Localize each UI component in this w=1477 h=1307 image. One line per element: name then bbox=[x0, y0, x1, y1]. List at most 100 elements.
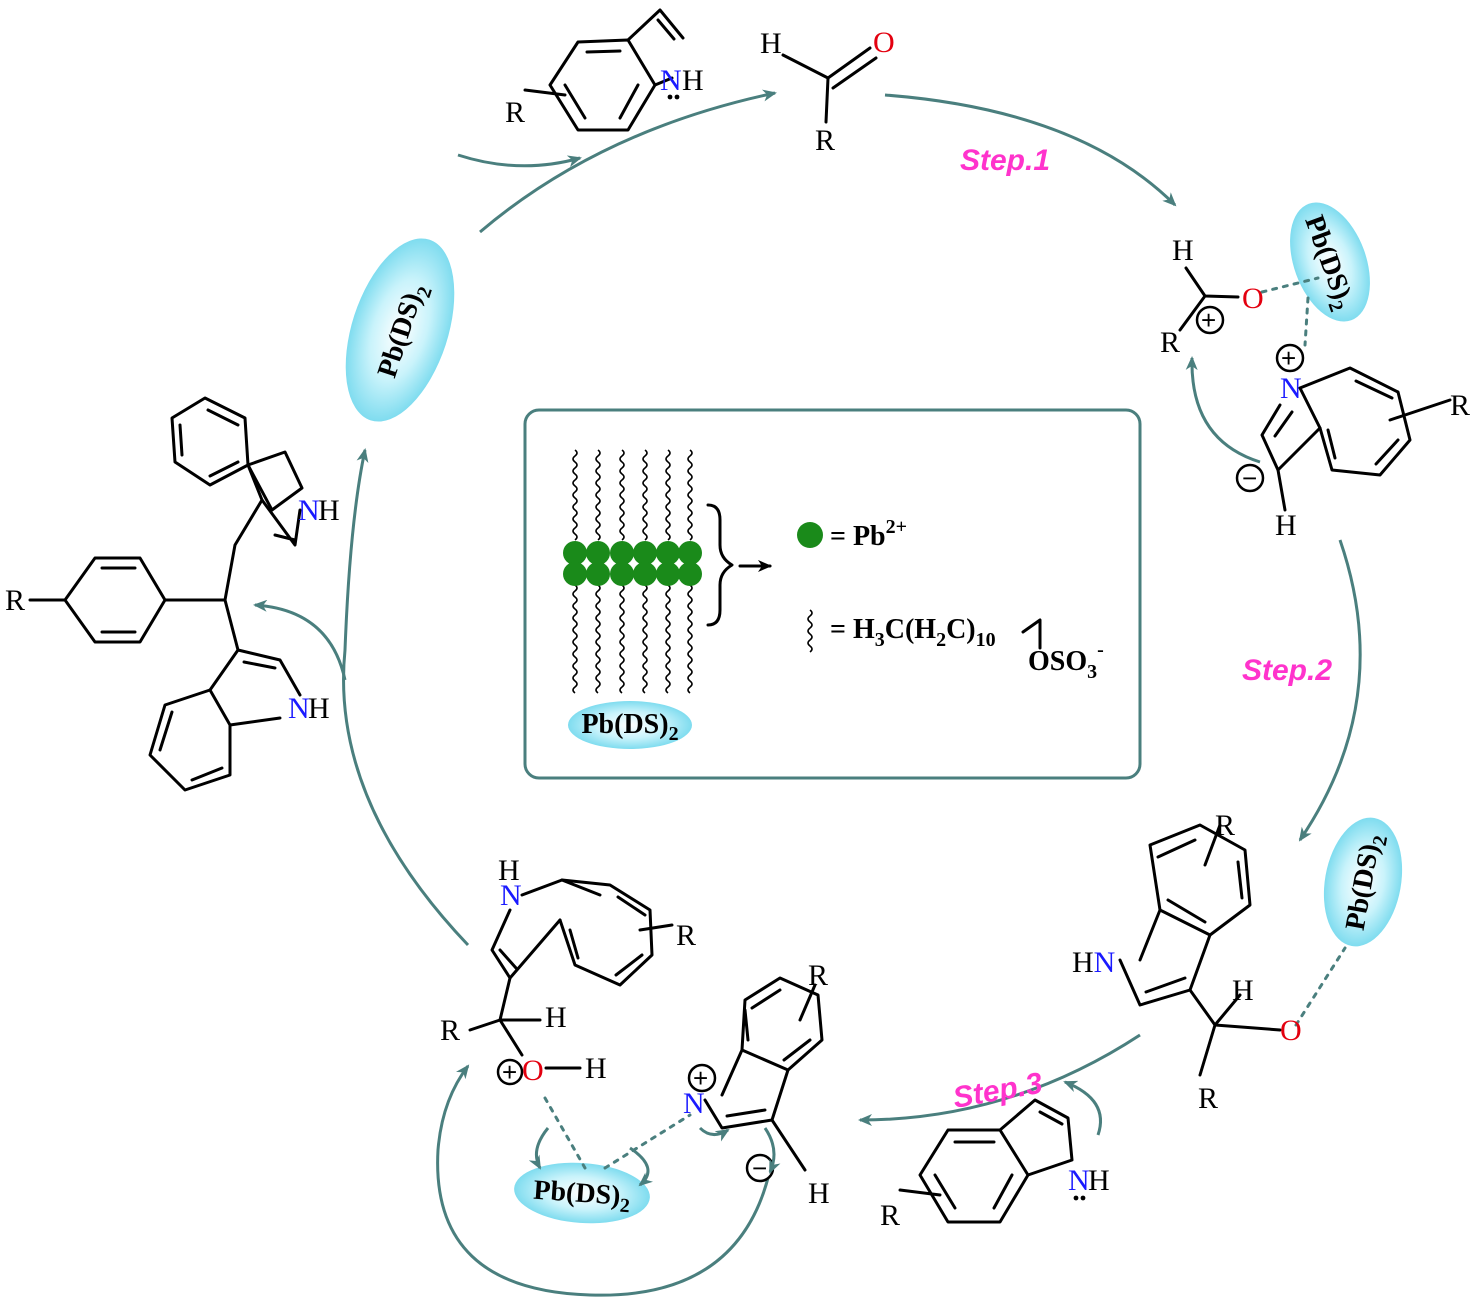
chain-top-2 bbox=[619, 449, 625, 541]
chain-bottom-0 bbox=[572, 584, 578, 694]
svg-text:H: H bbox=[1172, 234, 1194, 267]
catalyst-legend: Pb(DS)2 bbox=[568, 701, 692, 749]
svg-text:H: H bbox=[808, 1177, 830, 1210]
pb-ion-label: = Pb2+ bbox=[830, 516, 907, 552]
chain-top-0 bbox=[572, 449, 578, 541]
step-2-label: Step.2 bbox=[1242, 654, 1332, 687]
arrow-carbocation bbox=[1185, 356, 1261, 464]
svg-text:H: H bbox=[318, 494, 340, 527]
svg-text:H: H bbox=[1088, 1164, 1110, 1197]
svg-text:H: H bbox=[545, 1001, 567, 1034]
svg-text:HN: HN bbox=[1072, 946, 1115, 979]
chain-top-5 bbox=[687, 449, 693, 541]
pb-bead-3-1 bbox=[633, 562, 657, 586]
svg-text:R: R bbox=[505, 96, 525, 129]
svg-text:O: O bbox=[873, 26, 895, 59]
svg-text:H: H bbox=[1275, 509, 1297, 542]
svg-text:R: R bbox=[1160, 326, 1180, 359]
svg-text:N: N bbox=[1068, 1164, 1090, 1197]
svg-text:N: N bbox=[288, 692, 310, 725]
catalyst-bottom: Pb(DS)2 bbox=[514, 1162, 650, 1224]
arrow-left-up bbox=[342, 448, 470, 947]
svg-text:O: O bbox=[1280, 1014, 1302, 1047]
svg-text:−: − bbox=[752, 1153, 767, 1183]
right-intermediate: R HN H O R bbox=[1072, 809, 1302, 1115]
svg-text:R: R bbox=[1198, 1082, 1218, 1115]
chain-bottom-2 bbox=[619, 584, 625, 694]
pb-bead-4-1 bbox=[656, 562, 680, 586]
chain-bottom-4 bbox=[665, 584, 671, 694]
svg-text:O: O bbox=[1242, 282, 1264, 315]
svg-text:H: H bbox=[682, 64, 704, 97]
svg-text:N: N bbox=[660, 64, 682, 97]
chain-label: = H3C(H2C)10 bbox=[830, 614, 996, 651]
pb-bead-2-1 bbox=[610, 562, 634, 586]
pb-bead-1-1 bbox=[586, 562, 610, 586]
pb-bead-5-1 bbox=[678, 562, 702, 586]
carbocation-complex: H O R + + N R H − bbox=[1160, 234, 1470, 542]
arrow-indole-in-bottom bbox=[1063, 1080, 1103, 1136]
chain-bottom-3 bbox=[642, 584, 648, 694]
svg-text:H: H bbox=[760, 27, 782, 60]
svg-text:Pb(DS)2: Pb(DS)2 bbox=[532, 1175, 631, 1218]
pb-bead-2-0 bbox=[610, 541, 634, 565]
coord-right bbox=[1294, 946, 1347, 1027]
chain-top-3 bbox=[642, 449, 648, 541]
svg-text:H: H bbox=[585, 1052, 607, 1085]
pb-bead-3-0 bbox=[633, 541, 657, 565]
catalyst-top-right: Pb(DS)2 bbox=[1290, 202, 1370, 322]
cycle-arrows bbox=[253, 89, 1362, 1297]
svg-text:N: N bbox=[500, 879, 522, 912]
svg-text:N: N bbox=[1280, 372, 1302, 405]
pb-bead-0-0 bbox=[563, 541, 587, 565]
pb-bead-1-0 bbox=[586, 541, 610, 565]
bottom-indolium: R N + − H bbox=[528, 959, 830, 1210]
arrow-step1 bbox=[884, 93, 1177, 207]
svg-text:Pb(DS)2: Pb(DS)2 bbox=[581, 709, 678, 745]
svg-text:R: R bbox=[808, 959, 828, 992]
arrow-top-left bbox=[479, 89, 777, 234]
brace bbox=[706, 503, 734, 627]
chain-top-4 bbox=[665, 449, 671, 541]
coord-top-right-1 bbox=[1260, 276, 1320, 294]
arrow-step3 bbox=[858, 1033, 1141, 1126]
pb-bead-0-1 bbox=[563, 562, 587, 586]
svg-text:H: H bbox=[498, 854, 520, 887]
arrow-bottom-loop bbox=[436, 1064, 772, 1297]
svg-text:R: R bbox=[440, 1014, 460, 1047]
catalyst-right: Pb(DS)2 bbox=[1323, 817, 1403, 947]
svg-text:R: R bbox=[676, 919, 696, 952]
svg-text:R: R bbox=[880, 1199, 900, 1232]
sulfate-label: OSO3- bbox=[1028, 639, 1104, 683]
catalyst-left: Pb(DS)2 bbox=[345, 238, 455, 422]
svg-text:−: − bbox=[1242, 463, 1257, 493]
svg-text:+: + bbox=[693, 1063, 708, 1093]
pb-bead-5-0 bbox=[678, 541, 702, 565]
chain-symbol bbox=[807, 609, 813, 653]
pb-bead-4-0 bbox=[656, 541, 680, 565]
coord-top-right-2 bbox=[1303, 296, 1310, 347]
chain-top-1 bbox=[595, 449, 601, 541]
svg-text:+: + bbox=[502, 1057, 517, 1087]
step-1-label: Step.1 bbox=[960, 144, 1050, 177]
svg-text:N: N bbox=[298, 494, 320, 527]
svg-text:O: O bbox=[522, 1054, 544, 1087]
svg-text:+: + bbox=[1201, 305, 1216, 335]
aldehyde: H O R bbox=[760, 26, 895, 157]
bottom-left-intermediate: H N R R H + O H bbox=[440, 854, 696, 1087]
micelle-graphic bbox=[563, 449, 702, 694]
chain-bottom-5 bbox=[687, 584, 693, 694]
svg-text:+: + bbox=[1281, 343, 1296, 373]
svg-text:H: H bbox=[1232, 974, 1254, 1007]
step-3-label: Step.3 bbox=[950, 1067, 1045, 1115]
arrow-indole-in-top bbox=[457, 153, 582, 168]
product-bis-indolyl-methane: N H R N H bbox=[5, 396, 340, 792]
chain-bottom-1 bbox=[595, 584, 601, 694]
svg-text:R: R bbox=[5, 584, 25, 617]
coord-bottom-1 bbox=[543, 1096, 587, 1170]
svg-text:R: R bbox=[815, 124, 835, 157]
top-indole: R N H bbox=[505, 8, 704, 132]
bottom-indole: R N H bbox=[880, 1098, 1110, 1232]
svg-text:R: R bbox=[1450, 389, 1470, 422]
